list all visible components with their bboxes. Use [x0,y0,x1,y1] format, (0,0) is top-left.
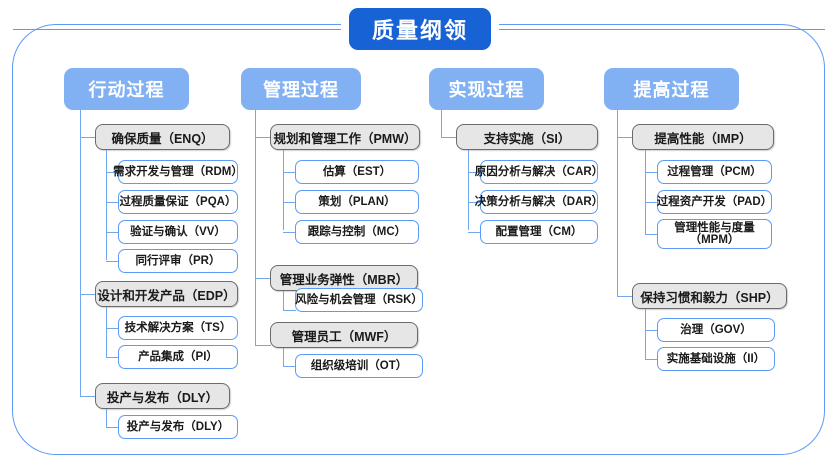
leaf-box-est[interactable]: 估算（EST） [295,160,419,184]
connector-leaf-ts [106,328,119,329]
group-box-mbr[interactable]: 管理业务弹性（MBR） [270,265,418,291]
group-spine-4-2 [645,309,646,359]
column-spine-2 [255,110,256,346]
column-spine-1 [80,110,81,397]
group-box-imp[interactable]: 提高性能（IMP） [632,124,774,150]
connector-group-2-1 [255,137,271,138]
connector-leaf-mpm [645,234,658,235]
group-box-pmw[interactable]: 规划和管理工作（PMW） [270,124,420,150]
group-box-dly[interactable]: 投产与发布（DLY） [95,383,230,409]
leaf-box-plan[interactable]: 策划（PLAN） [295,190,419,214]
column-spine-4 [617,110,618,297]
connector-group-1-3 [80,396,96,397]
leaf-box-mpm[interactable]: 管理性能与度量 （MPM） [657,219,772,249]
title-rule-right [490,29,825,30]
connector-leaf-cm [468,232,481,233]
leaf-box-cm[interactable]: 配置管理（CM） [480,220,598,244]
leaf-box-mc[interactable]: 跟踪与控制（MC） [295,220,419,244]
group-box-si[interactable]: 支持实施（SI） [456,124,598,150]
leaf-box-ii[interactable]: 实施基础设施（II） [657,347,775,371]
leaf-box-pad[interactable]: 过程资产开发（PAD） [657,190,772,214]
connector-group-3-1 [441,137,457,138]
connector-leaf-pad [645,202,658,203]
connector-leaf-car [468,172,481,173]
connector-group-4-2 [617,296,633,297]
leaf-box-dly[interactable]: 投产与发布（DLY） [118,415,238,439]
connector-leaf-rsk [283,310,296,311]
group-spine-3-1 [468,150,469,230]
leaf-box-gov[interactable]: 治理（GOV） [657,318,775,342]
group-box-mwf[interactable]: 管理员工（MWF） [270,322,418,348]
leaf-box-pcm[interactable]: 过程管理（PCM） [657,160,772,184]
leaf-box-pi[interactable]: 产品集成（PI） [118,345,238,369]
connector-leaf-pcm [645,172,658,173]
column-header-3[interactable]: 实现过程 [429,68,544,110]
group-spine-1-2 [106,307,107,357]
connector-group-2-2 [255,278,271,279]
column-header-2[interactable]: 管理过程 [241,68,361,110]
connector-leaf-vv [106,232,119,233]
group-spine-1-3 [106,409,107,428]
column-spine-3 [441,110,442,137]
connector-leaf-dar [468,202,481,203]
diagram-title: 质量纲领 [349,8,491,50]
connector-leaf-mc [283,232,296,233]
connector-leaf-pi [106,357,119,358]
connector-leaf-gov [645,330,658,331]
connector-group-4-1 [617,137,633,138]
group-box-edp[interactable]: 设计和开发产品（EDP） [95,281,238,307]
group-box-shp[interactable]: 保持习惯和毅力（SHP） [632,283,787,309]
leaf-box-vv[interactable]: 验证与确认（VV） [118,220,238,244]
connector-leaf-pr [106,261,119,262]
group-spine-2-1 [283,150,284,230]
title-rule-left [13,29,350,30]
connector-leaf-ii [645,359,658,360]
leaf-box-car[interactable]: 原因分析与解决（CAR） [475,160,603,184]
column-header-1[interactable]: 行动过程 [64,68,189,110]
column-header-4[interactable]: 提高过程 [604,68,739,110]
group-spine-2-3 [283,348,284,367]
leaf-box-ts[interactable]: 技术解决方案（TS） [118,316,238,340]
group-spine-4-1 [645,150,646,234]
leaf-box-pr[interactable]: 同行评审（PR） [118,249,238,273]
connector-leaf-ot [283,366,296,367]
connector-leaf-rdm [106,172,119,173]
connector-leaf-dly [106,427,119,428]
connector-leaf-pqa [106,202,119,203]
group-spine-2-2 [283,291,284,311]
leaf-box-rdm[interactable]: 需求开发与管理（RDM） [113,160,243,184]
connector-group-2-3 [255,345,271,346]
group-box-enq[interactable]: 确保质量（ENQ） [95,124,230,150]
connector-leaf-plan [283,202,296,203]
leaf-box-rsk[interactable]: 风险与机会管理（RSK） [295,288,423,312]
leaf-box-ot[interactable]: 组织级培训（OT） [295,354,423,378]
leaf-box-dar[interactable]: 决策分析与解决（DAR） [475,190,603,214]
group-spine-1-1 [106,150,107,260]
connector-group-1-2 [80,294,96,295]
connector-group-1-1 [80,137,96,138]
connector-leaf-est [283,172,296,173]
leaf-box-pqa[interactable]: 过程质量保证（PQA） [118,190,238,214]
